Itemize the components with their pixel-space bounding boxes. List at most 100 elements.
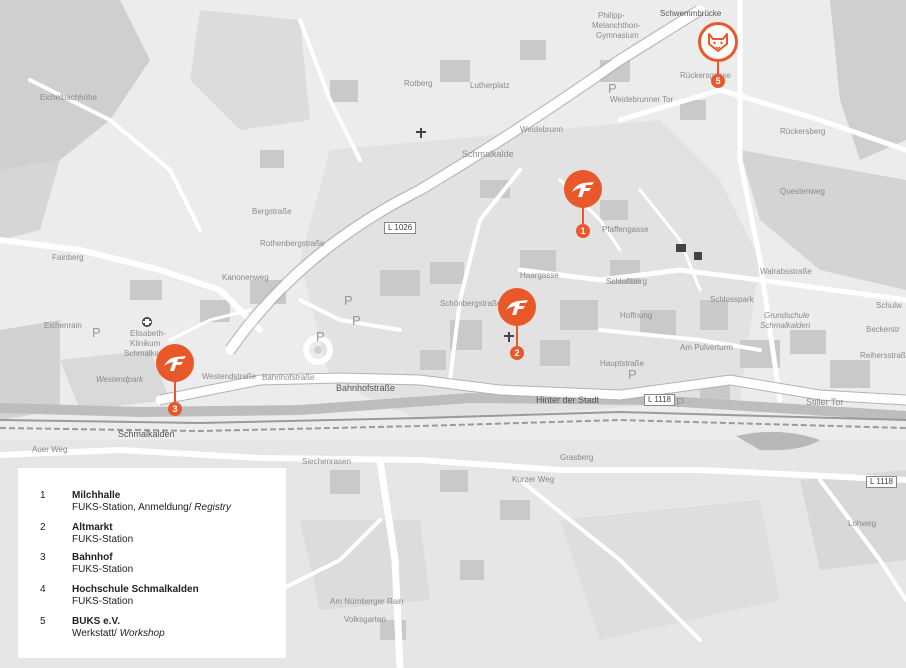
label-road-l1026: L 1026 — [384, 222, 417, 234]
legend-item-subtitle-italic: Workshop — [119, 628, 165, 639]
legend-item-title: Milchhalle — [72, 490, 121, 501]
legend-item-title: Bahnhof — [72, 552, 113, 563]
label-pfaffengasse: Pfaffengasse — [602, 225, 649, 234]
legend-item-text: Altmarkt FUKS-Station — [72, 522, 133, 546]
parking-icon: P — [628, 367, 637, 382]
legend-item-number: 4 — [40, 584, 46, 595]
label-schulw: Schulw — [876, 301, 902, 310]
label-bergstrasse: Bergstraße — [252, 207, 292, 216]
label-rueckersberg: Rückersberg — [780, 127, 826, 136]
legend-item-subtitle-text: FUKS-Station, Anmeldung/ — [72, 502, 192, 513]
label-road-l1118-a: L 1118 — [644, 394, 675, 406]
fuks-logo-icon — [572, 182, 594, 197]
label-philipp: Philipp- — [598, 11, 625, 20]
legend-item-text: Hochschule Schmalkalden FUKS-Station — [72, 584, 199, 608]
label-bahnhofstrasse: Bahnhofstraße — [336, 383, 396, 393]
map-legend: 1 Milchhalle FUKS-Station, Anmeldung/ Re… — [18, 468, 286, 658]
fuks-logo-icon — [506, 300, 528, 315]
legend-item-title: Hochschule Schmalkalden — [72, 584, 199, 595]
label-walrabsstrasse: Walrabsstraße — [760, 267, 812, 276]
pin-stem — [516, 324, 518, 348]
label-schlossberg: Schloßberg — [606, 277, 647, 286]
label-eichelbachhoehe: Eichelbachhöhe — [40, 93, 97, 102]
label-rueckersgasse: Rückersgasse — [680, 71, 731, 80]
fuks-logo-icon — [164, 356, 186, 371]
legend-item-subtitle: FUKS-Station — [72, 534, 134, 545]
label-bahnhofstrasse-2: Bahnhofstraße — [262, 373, 315, 382]
label-auer-weg: Auer Weg — [32, 445, 68, 454]
parking-icon: P — [352, 313, 361, 328]
label-kurzer-weg: Kurzer Weg — [512, 475, 555, 484]
label-westendpark: Westendpark — [96, 375, 143, 384]
label-schlosspark: Schlosspark — [710, 295, 754, 304]
label-melanchthon: Melanchthon- — [592, 21, 641, 30]
label-klinikum: Klinikum — [130, 339, 161, 348]
legend-item-number: 1 — [40, 490, 46, 501]
pin-stem — [582, 206, 584, 224]
parking-icon: P — [608, 81, 617, 96]
label-am-pulverturm: Am Pulverturm — [680, 343, 733, 352]
fox-icon — [708, 33, 728, 52]
label-fainberg: Fainberg — [52, 253, 84, 262]
label-weidebrunner-tor: Weidebrunner Tor — [610, 95, 674, 104]
label-schmalkalden-grundschule: Schmalkalden — [760, 321, 811, 330]
label-schmalkalden-station: Schmalkalden — [118, 429, 175, 439]
label-schwemmbruecke: Schwemmbrücke — [660, 9, 722, 18]
map-pin-1[interactable]: 1 — [564, 170, 602, 238]
label-rothenbergstrasse: Rothenbergstraße — [260, 239, 325, 248]
label-rotberg: Rotberg — [404, 79, 433, 88]
legend-item-number: 2 — [40, 522, 46, 533]
pin-stem — [174, 380, 176, 402]
label-am-nuernberger-rain: Am Nürnberger Rain — [330, 597, 404, 606]
map-pin-3[interactable]: 3 — [156, 344, 194, 418]
label-grundschule: Grundschule — [764, 311, 810, 320]
legend-item-title: Altmarkt — [72, 522, 113, 533]
parking-icon: P — [344, 293, 353, 308]
legend-item-number: 5 — [40, 616, 46, 627]
label-questenweg: Questenweg — [780, 187, 825, 196]
label-schoenbergstrasse: Schönbergstraße — [440, 299, 502, 308]
label-beckerstrasse: Beckerstr — [866, 325, 900, 334]
label-reihersstrasse: Reihersstraße — [860, 351, 906, 360]
parking-icon: P — [676, 395, 685, 410]
label-hauptstrasse: Hauptstraße — [600, 359, 645, 368]
legend-item-text: Milchhalle FUKS-Station, Anmeldung/ Regi… — [72, 490, 231, 514]
parking-icon: P — [92, 325, 101, 340]
legend-item-subtitle-italic: Registry — [194, 502, 231, 513]
label-schmalkalde: Schmalkalde — [462, 149, 514, 159]
legend-item-subtitle: FUKS-Station, Anmeldung/ Registry — [72, 502, 231, 514]
label-weidebrunn: Weidebrunn — [520, 125, 563, 134]
label-lutherplatz: Lutherplatz — [470, 81, 510, 90]
label-westendstrasse: Westendstraße — [202, 372, 257, 381]
label-stiller-tor: Stiller Tor — [806, 397, 844, 407]
label-siechenrasen: Siechenrasen — [302, 457, 351, 466]
label-gymnasium: Gymnasium — [596, 31, 639, 40]
label-volksgarten: Volksgarten — [344, 615, 386, 624]
label-kanonenweg: Kanonenweg — [222, 273, 269, 282]
legend-item-subtitle: FUKS-Station — [72, 596, 134, 607]
legend-item-text: BUKS e.V. Werkstatt/ Workshop — [72, 616, 165, 640]
parking-icon: P — [316, 329, 325, 344]
label-lohweg: Lohweg — [848, 519, 877, 528]
pin-number: 1 — [576, 224, 590, 238]
legend-item-text: Bahnhof FUKS-Station — [72, 552, 133, 576]
label-hoffnung: Hoffnung — [620, 311, 653, 320]
pin-disc — [698, 22, 738, 62]
map-pin-2[interactable]: 2 — [498, 288, 536, 362]
pin-stem — [717, 62, 719, 76]
label-haargasse: Haargasse — [520, 271, 559, 280]
label-eichenrain: Eichenrain — [44, 321, 82, 330]
map-pin-5[interactable]: 5 — [698, 22, 738, 94]
legend-item-subtitle-text: Werkstatt/ — [72, 628, 117, 639]
label-hinter-der-stadt: Hinter der Stadt — [536, 395, 600, 405]
legend-item-subtitle: Werkstatt/ Workshop — [72, 628, 165, 640]
pin-number: 3 — [168, 402, 182, 416]
pin-number: 5 — [711, 74, 725, 88]
pin-number: 2 — [510, 346, 524, 360]
legend-item-title: BUKS e.V. — [72, 616, 120, 627]
label-schmalkalden-klinikum: Schmalkalden — [124, 349, 175, 358]
label-road-l1118-b: L 1118 — [866, 476, 897, 488]
label-grasberg: Grasberg — [560, 453, 594, 462]
legend-item-number: 3 — [40, 552, 46, 563]
